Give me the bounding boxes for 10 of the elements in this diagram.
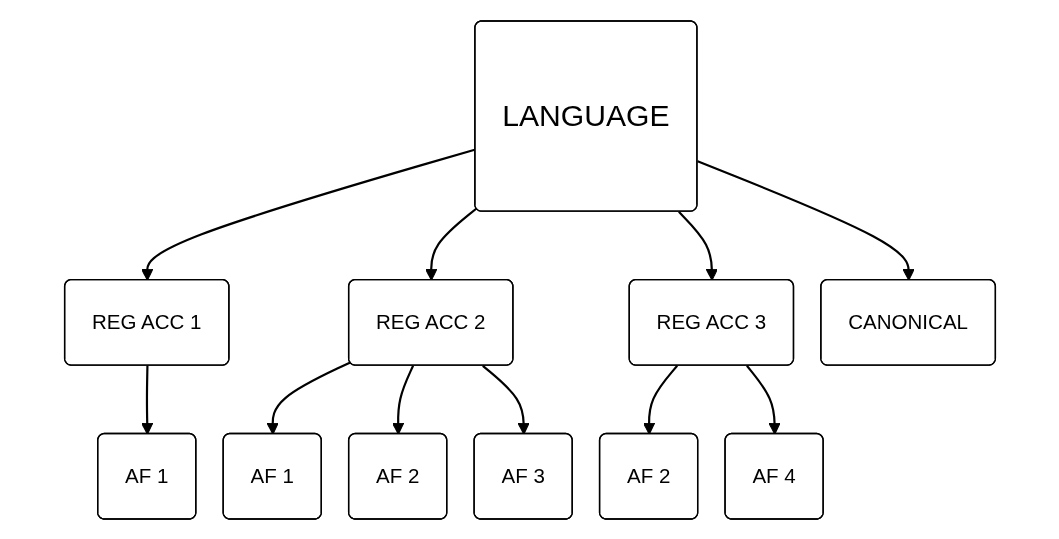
arrow xyxy=(745,364,781,435)
arrow xyxy=(424,207,477,281)
arrow xyxy=(481,364,530,435)
arrow xyxy=(642,364,678,435)
arrow xyxy=(391,364,414,435)
arrow xyxy=(140,147,476,281)
arrow xyxy=(140,365,153,435)
arrow xyxy=(266,360,351,435)
arrow xyxy=(677,210,718,281)
arrow xyxy=(696,159,915,281)
